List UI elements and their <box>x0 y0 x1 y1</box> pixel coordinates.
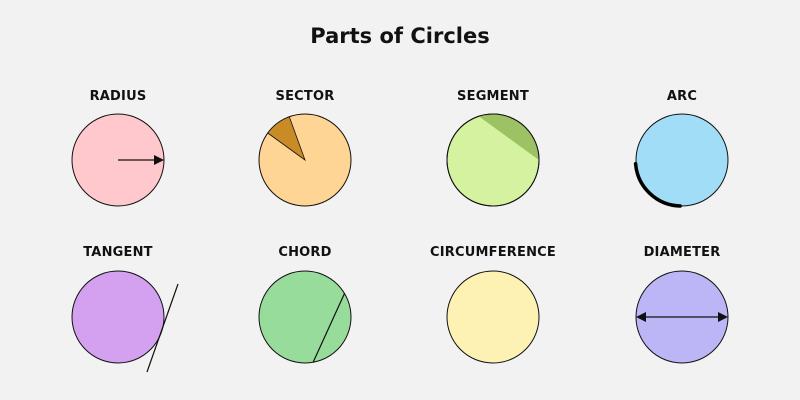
panel-segment: SEGMENT <box>413 89 573 239</box>
circumference-figure <box>446 270 540 364</box>
arc-figure <box>633 113 729 208</box>
label-arc: ARC <box>666 89 698 104</box>
page-title: Parts of Circles <box>310 24 490 48</box>
diameter-figure <box>635 270 729 364</box>
label-circumference: CIRCUMFERENCE <box>430 245 556 260</box>
label-diameter: DIAMETER <box>643 245 721 260</box>
segment-outline <box>446 113 540 207</box>
panel-arc: ARC <box>602 89 762 239</box>
chord-figure <box>258 270 352 364</box>
radius-figure <box>71 113 165 207</box>
label-chord: CHORD <box>278 245 332 260</box>
sector-figure <box>258 113 352 207</box>
arc-circle <box>635 113 729 207</box>
panel-chord: CHORD <box>225 245 385 395</box>
diameter-arrowhead-right <box>718 312 728 322</box>
tangent-circle <box>71 270 165 364</box>
label-radius: RADIUS <box>89 89 147 104</box>
circumference-circle <box>446 270 540 364</box>
sector-wedge <box>267 116 306 162</box>
panel-sector: SECTOR <box>225 89 385 239</box>
segment-figure <box>446 113 540 207</box>
radius-arrowhead <box>154 155 164 165</box>
diameter-arrowhead-left <box>636 312 646 322</box>
chord-line <box>312 293 346 363</box>
panel-diameter: DIAMETER <box>602 245 762 395</box>
panel-radius: RADIUS <box>38 89 198 239</box>
label-tangent: TANGENT <box>83 245 153 260</box>
panel-tangent: TANGENT <box>38 245 198 395</box>
arc-highlight <box>633 162 682 208</box>
label-sector: SECTOR <box>275 89 335 104</box>
segment-region <box>478 114 539 160</box>
label-segment: SEGMENT <box>457 89 529 104</box>
tangent-line <box>146 283 179 373</box>
tangent-figure <box>71 270 179 373</box>
chord-circle <box>258 270 352 364</box>
panel-circumference: CIRCUMFERENCE <box>413 245 573 395</box>
